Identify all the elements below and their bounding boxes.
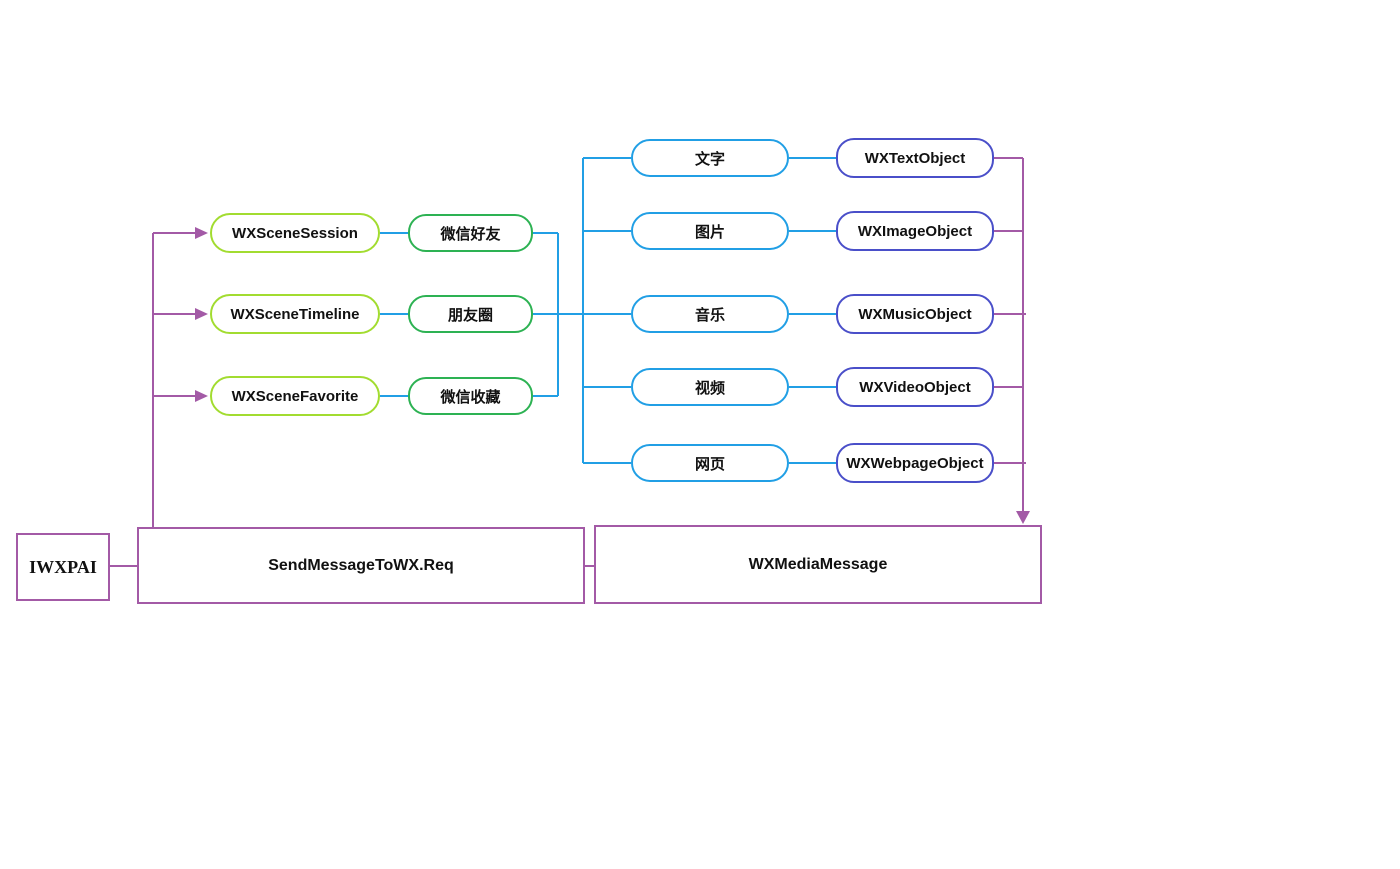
node-wechat-collect: 微信收藏 xyxy=(408,377,533,415)
node-wxtextobject: WXTextObject xyxy=(836,138,994,178)
node-wxscenesession: WXSceneSession xyxy=(210,213,380,253)
node-type-music: 音乐 xyxy=(631,295,789,333)
node-wxscenefavorite: WXSceneFavorite xyxy=(210,376,380,416)
node-wxvideoobject: WXVideoObject xyxy=(836,367,994,407)
node-wxmusicobject: WXMusicObject xyxy=(836,294,994,334)
node-iwxpai: IWXPAI xyxy=(16,533,110,601)
node-type-webpage: 网页 xyxy=(631,444,789,482)
node-wxscenetimeline: WXSceneTimeline xyxy=(210,294,380,334)
node-wxmediamessage: WXMediaMessage xyxy=(594,525,1042,604)
node-moments: 朋友圈 xyxy=(408,295,533,333)
arrowhead-wxmediamessage xyxy=(1016,511,1030,524)
arrowhead-wxscenesession xyxy=(195,227,208,239)
purple-right-edges xyxy=(994,157,1026,511)
node-sendmessagetowx-req: SendMessageToWX.Req xyxy=(137,527,585,604)
arrowhead-wxscenefavorite xyxy=(195,390,208,402)
node-type-video: 视频 xyxy=(631,368,789,406)
node-wechat-friends: 微信好友 xyxy=(408,214,533,252)
arrowhead-wxscenetimeline xyxy=(195,308,208,320)
node-type-text: 文字 xyxy=(631,139,789,177)
node-wximageobject: WXImageObject xyxy=(836,211,994,251)
node-wxwebpageobject: WXWebpageObject xyxy=(836,443,994,483)
node-type-image: 图片 xyxy=(631,212,789,250)
